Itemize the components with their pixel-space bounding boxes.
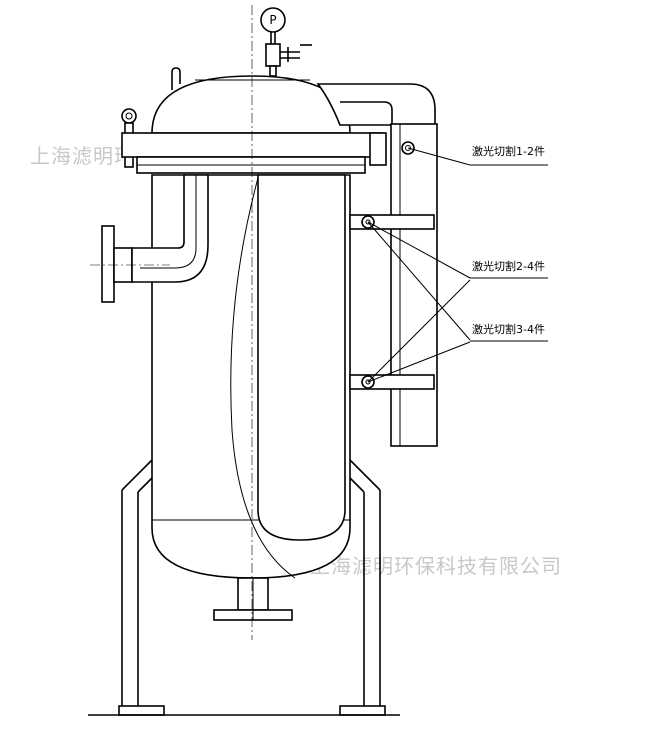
lid-dome	[151, 67, 351, 134]
support-arm-lower	[349, 374, 435, 390]
gauge-dial	[260, 7, 286, 33]
watermark-bottom: 上海滤明环保科技有限公司	[310, 554, 562, 578]
callout-label-3: 激光切割3-4件	[472, 322, 545, 336]
support-legs	[88, 459, 400, 716]
support-arm-upper	[349, 214, 435, 230]
flange-band	[121, 132, 387, 174]
callout-label-1: 激光切割1-2件	[472, 144, 545, 158]
filter-bag-outline	[230, 177, 296, 579]
drain-outlet	[213, 577, 293, 621]
gauge-label: P	[269, 13, 276, 27]
pressure-gauge: P	[260, 7, 312, 77]
filter-basket	[255, 174, 348, 541]
leader-lines	[367, 147, 548, 383]
bracket-column	[390, 123, 438, 447]
callout-label-2: 激光切割2-4件	[472, 259, 545, 273]
inlet-pipe	[101, 174, 209, 303]
